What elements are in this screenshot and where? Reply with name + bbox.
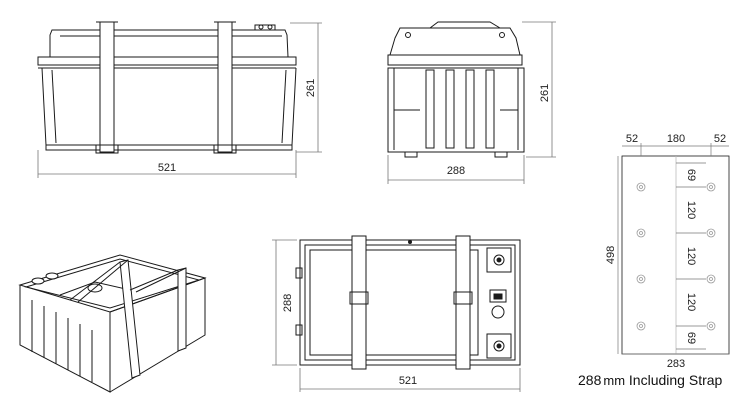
side-height-label: 261 bbox=[539, 84, 551, 102]
side-width-label: 288 bbox=[447, 165, 465, 177]
front-dimensions bbox=[37, 22, 322, 178]
strap-left-height: 498 bbox=[605, 246, 617, 264]
strap-layout bbox=[621, 155, 730, 355]
strap-top-center: 180 bbox=[667, 133, 685, 145]
side-view bbox=[387, 21, 525, 158]
strap-bottom-width: 283 bbox=[667, 358, 685, 370]
strap-top-right: 52 bbox=[714, 133, 726, 145]
strap-layout-screws bbox=[636, 182, 716, 331]
note-value: 288 bbox=[578, 372, 602, 388]
top-height-label: 288 bbox=[282, 294, 294, 312]
strap-right-4: 120 bbox=[685, 293, 697, 311]
strap-right-1: 69 bbox=[685, 169, 697, 181]
strap-right-2: 120 bbox=[685, 201, 697, 219]
top-width-label: 521 bbox=[399, 375, 417, 387]
front-view bbox=[37, 21, 297, 154]
strap-right-5: 69 bbox=[685, 332, 697, 344]
strap-top-left: 52 bbox=[626, 133, 638, 145]
front-height-label: 261 bbox=[305, 79, 317, 97]
side-dimensions bbox=[387, 21, 556, 184]
strap-layout-dimensions bbox=[617, 143, 729, 355]
note-unit: mm bbox=[603, 373, 626, 388]
top-view bbox=[295, 235, 521, 370]
strap-right-3: 120 bbox=[685, 247, 697, 265]
perspective-view bbox=[18, 254, 207, 393]
note-text: Including Strap bbox=[628, 372, 723, 388]
front-width-label: 521 bbox=[158, 162, 176, 174]
top-dimensions bbox=[272, 239, 521, 392]
